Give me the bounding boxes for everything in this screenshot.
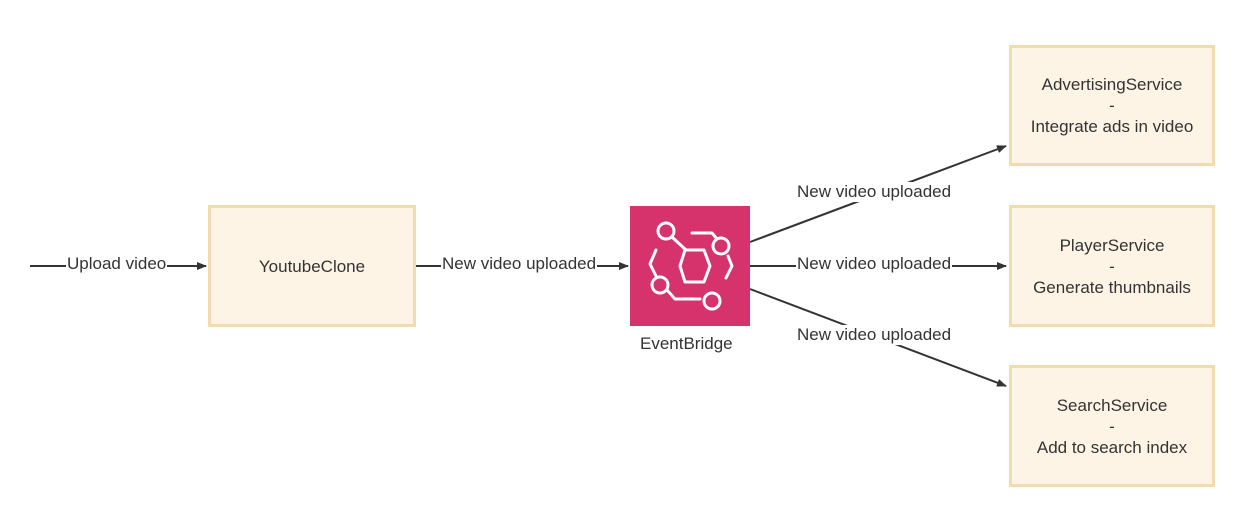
node-youtube-clone[interactable]: YoutubeClone xyxy=(208,205,416,327)
node-advertising-service-separator: - xyxy=(1109,96,1115,115)
edge-label-to-player: New video uploaded xyxy=(796,254,953,274)
node-player-service-name: PlayerService xyxy=(1059,235,1165,255)
node-search-service-separator: - xyxy=(1109,416,1115,436)
edge-label-to-advertising: New video uploaded xyxy=(796,182,953,202)
node-advertising-service-description: Integrate ads in video xyxy=(1030,117,1194,136)
node-player-service[interactable]: PlayerService - Generate thumbnails xyxy=(1009,205,1215,327)
node-player-service-description: Generate thumbnails xyxy=(1033,277,1191,297)
edge-label-to-search: New video uploaded xyxy=(796,325,953,345)
node-search-service-description: Add to search index xyxy=(1036,437,1188,457)
eventbridge-icon[interactable] xyxy=(630,206,750,326)
edge-label-to-eventbridge: New video uploaded xyxy=(441,254,598,274)
node-youtube-clone-label: YoutubeClone xyxy=(258,256,366,276)
node-player-service-separator: - xyxy=(1109,256,1115,276)
node-advertising-service-name: AdvertisingService xyxy=(1041,75,1183,94)
node-search-service[interactable]: SearchService - Add to search index xyxy=(1009,365,1215,487)
edge-label-upload: Upload video xyxy=(66,254,168,274)
node-advertising-service[interactable]: AdvertisingService - Integrate ads in vi… xyxy=(1009,45,1215,166)
node-eventbridge-label: EventBridge xyxy=(640,334,733,353)
node-search-service-name: SearchService xyxy=(1056,395,1168,415)
